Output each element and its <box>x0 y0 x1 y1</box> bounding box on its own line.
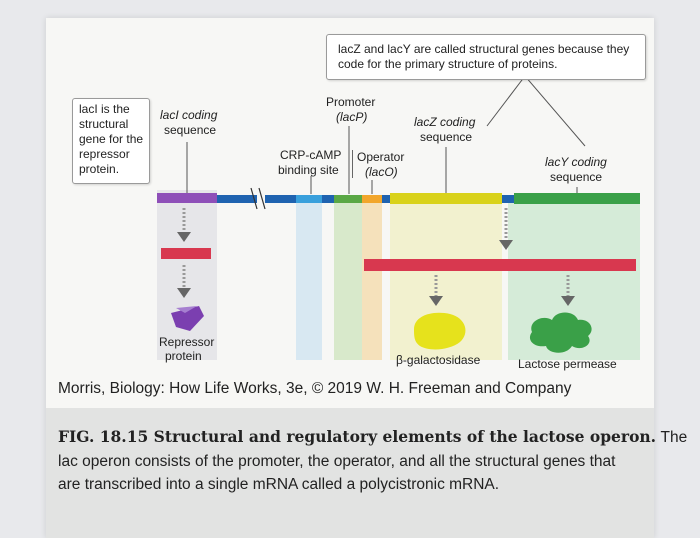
laci-note-line4: repressor <box>79 147 130 161</box>
operator-divider <box>352 150 353 178</box>
repressor-label-2: protein <box>165 349 202 363</box>
repressor-protein-shape <box>171 306 204 331</box>
laci-note <box>72 98 150 184</box>
dna-lacz-segment <box>390 193 502 204</box>
laci-column <box>157 190 217 360</box>
figure-title: FIG. 18.15 Structural and regulatory ele… <box>58 427 657 446</box>
lacy-coding-label-2: sequence <box>550 170 603 184</box>
laci-mrna <box>161 248 211 259</box>
dna-blue-mid <box>265 195 296 203</box>
dna-laci-segment <box>157 193 217 203</box>
dna-blue-gap-3 <box>502 195 514 203</box>
beta-galactosidase-shape <box>414 312 466 350</box>
dna-promoter-segment <box>334 195 362 203</box>
laci-note-line1: lacI is the <box>79 102 130 116</box>
dna-blue-gap <box>322 195 334 203</box>
caption-line2: lac operon consists of the promoter, the… <box>58 453 616 470</box>
dna-operator-segment <box>362 195 382 203</box>
source-credit: Morris, Biology: How Life Works, 3e, © 2… <box>58 380 572 397</box>
dna-crp-segment <box>296 195 322 203</box>
operon-mrna <box>364 259 636 271</box>
structural-genes-note <box>326 34 646 80</box>
laci-note-line3: gene for the <box>79 132 144 146</box>
dna-break-2 <box>258 187 266 210</box>
operator-column <box>362 196 382 360</box>
repressor-label-1: Repressor <box>159 335 215 349</box>
repressor-protein-highlight <box>176 306 197 313</box>
dna-blue-gap-2 <box>382 195 390 203</box>
lacz-coding-label-1: lacZ coding <box>414 115 476 129</box>
dna-blue-left <box>217 195 257 203</box>
caption-box <box>46 408 654 538</box>
beta-galactosidase-label: β-galactosidase <box>396 353 481 367</box>
laci-note-line2: structural <box>79 117 129 131</box>
caption-line1-rest: The <box>660 429 688 446</box>
promoter-column <box>334 196 362 360</box>
dna-lacy-segment <box>514 193 640 204</box>
laci-note-line5: protein. <box>79 162 120 176</box>
arrow-laci-transcription-head <box>177 232 191 242</box>
lacy-coding-label-1: lacY coding <box>545 155 607 169</box>
caption-line1: FIG. 18.15 Structural and regulatory ele… <box>58 428 687 447</box>
dna-break-1 <box>250 187 258 210</box>
lactose-permease-label: Lactose permease <box>518 357 617 371</box>
caption-line3: are transcribed into a single mRNA calle… <box>58 476 500 493</box>
crp-label-1: CRP-cAMP <box>280 148 342 162</box>
leader-structural-genes <box>486 75 586 147</box>
operator-label-1: Operator <box>357 150 405 164</box>
crp-column <box>296 196 322 360</box>
crp-label-2: binding site <box>278 163 339 177</box>
laci-coding-label-2: sequence <box>164 123 217 137</box>
note-line2: code for the primary structure of protei… <box>338 57 558 71</box>
arrow-operon-transcription-head <box>499 240 513 250</box>
lactose-permease-shape <box>529 312 592 353</box>
lacz-coding-label-2: sequence <box>420 130 473 144</box>
note-line1: lacZ and lacY are called structural gene… <box>338 42 630 56</box>
promoter-label-2: (lacP) <box>336 110 368 124</box>
arrow-lacy-translation-head <box>561 296 575 306</box>
arrow-lacz-translation-head <box>429 296 443 306</box>
lac-operon-diagram <box>157 75 640 360</box>
operator-label-2: (lacO) <box>365 165 398 179</box>
arrow-laci-translation-head <box>177 288 191 298</box>
laci-coding-label-1: lacI coding <box>160 108 218 122</box>
promoter-label-1: Promoter <box>326 95 376 109</box>
